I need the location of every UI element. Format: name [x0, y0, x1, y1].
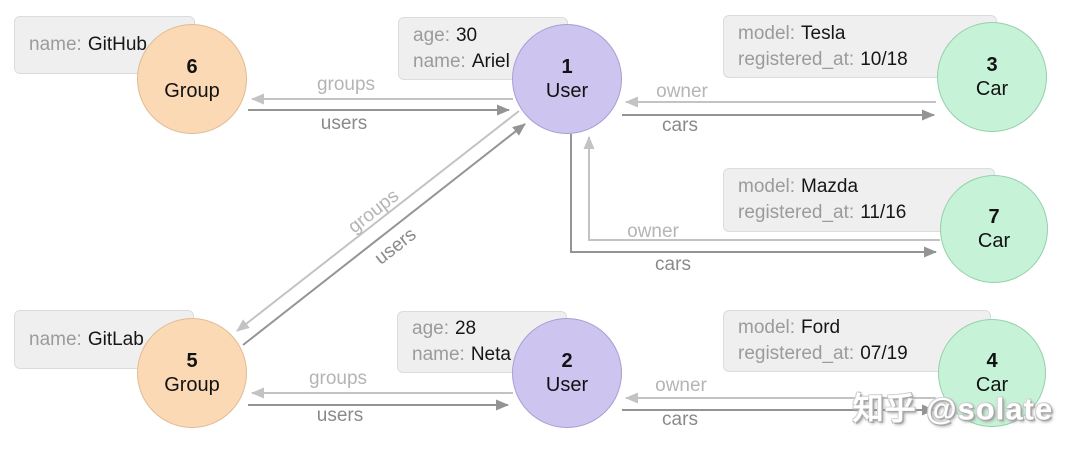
node-id: 1	[561, 56, 573, 78]
edge-label-cars: cars	[655, 254, 691, 275]
property-value: Tesla	[801, 22, 846, 44]
property-value: Ariel	[471, 50, 510, 72]
property-key: age:	[413, 24, 450, 46]
property-key: registered_at:	[738, 48, 855, 70]
node-type-label: User	[545, 374, 589, 396]
node-group-6[interactable]: 6 Group	[137, 24, 247, 134]
property-line: model:Ford	[738, 315, 976, 341]
property-line: registered_at:07/19	[738, 341, 976, 367]
property-value: 30	[455, 24, 478, 46]
watermark: 知乎 @solate	[852, 391, 1054, 427]
property-line: model:Tesla	[738, 21, 982, 47]
node-user-1[interactable]: 1 User	[512, 24, 622, 134]
property-line: model:Mazda	[738, 174, 980, 200]
property-key: name:	[29, 34, 82, 55]
property-value: GitLab	[87, 328, 144, 350]
property-line: name:Neta	[412, 342, 552, 368]
node-id: 4	[986, 350, 998, 372]
edge-owner-7-1[interactable]	[583, 136, 940, 241]
node-id: 5	[186, 350, 198, 372]
edge-label-users: users	[320, 113, 368, 134]
property-value: 28	[454, 318, 477, 339]
node-type-label: Car	[975, 78, 1009, 100]
property-line: name:Ariel	[413, 49, 553, 75]
edge-label-owner: owner	[627, 221, 679, 242]
edge-groups-1-5[interactable]	[236, 110, 520, 332]
edge-label-groups: groups	[316, 74, 376, 95]
node-id: 6	[186, 56, 198, 78]
node-car-3[interactable]: 3 Car	[937, 22, 1047, 132]
node-type-label: Car	[975, 374, 1009, 396]
property-key: registered_at:	[738, 343, 855, 364]
property-value: 07/19	[860, 343, 908, 364]
property-key: model:	[738, 22, 796, 44]
edge-label-groups: groups	[308, 368, 368, 389]
property-value: Mazda	[801, 176, 859, 197]
property-value: GitHub	[87, 34, 147, 55]
property-key: model:	[738, 317, 796, 338]
edge-label-cars: cars	[662, 115, 698, 136]
property-value: 11/16	[860, 202, 907, 223]
node-type-label: Group	[164, 80, 220, 102]
node-group-5[interactable]: 5 Group	[137, 318, 247, 428]
node-id: 7	[988, 206, 1000, 228]
property-key: name:	[412, 344, 465, 365]
node-car-4[interactable]: 4 Car	[938, 319, 1046, 427]
property-line: age:30	[413, 23, 553, 49]
property-value: Ford	[801, 317, 841, 338]
node-id: 2	[561, 350, 573, 372]
property-key: name:	[29, 328, 82, 350]
property-box-car-4: model:Ford registered_at:07/19	[723, 310, 991, 372]
node-type-label: Car	[977, 230, 1011, 252]
node-type-label: User	[545, 80, 589, 102]
node-user-2[interactable]: 2 User	[512, 318, 622, 428]
node-id: 3	[986, 54, 998, 76]
edge-cars-1-7[interactable]	[570, 134, 937, 258]
node-car-7[interactable]: 7 Car	[940, 175, 1048, 283]
property-key: name:	[413, 50, 466, 72]
edge-label-cars: cars	[662, 409, 698, 430]
node-type-label: Group	[164, 374, 220, 396]
edge-label-users: users	[316, 405, 364, 426]
property-key: model:	[738, 176, 796, 197]
property-key: age:	[412, 318, 449, 339]
edge-label-owner: owner	[656, 81, 708, 102]
property-line: name:GitHub	[29, 32, 180, 58]
property-line: name:GitLab	[29, 327, 179, 353]
edge-label-owner: owner	[655, 375, 707, 396]
property-line: age:28	[412, 316, 552, 342]
property-line: registered_at:10/18	[738, 47, 982, 73]
property-value: Neta	[470, 344, 511, 365]
edge-users-5-1[interactable]	[242, 123, 526, 346]
property-key: registered_at:	[738, 202, 855, 223]
property-value: 10/18	[860, 48, 908, 70]
property-box-user-1: age:30 name:Ariel	[398, 17, 568, 80]
property-line: registered_at:11/16	[738, 200, 980, 226]
